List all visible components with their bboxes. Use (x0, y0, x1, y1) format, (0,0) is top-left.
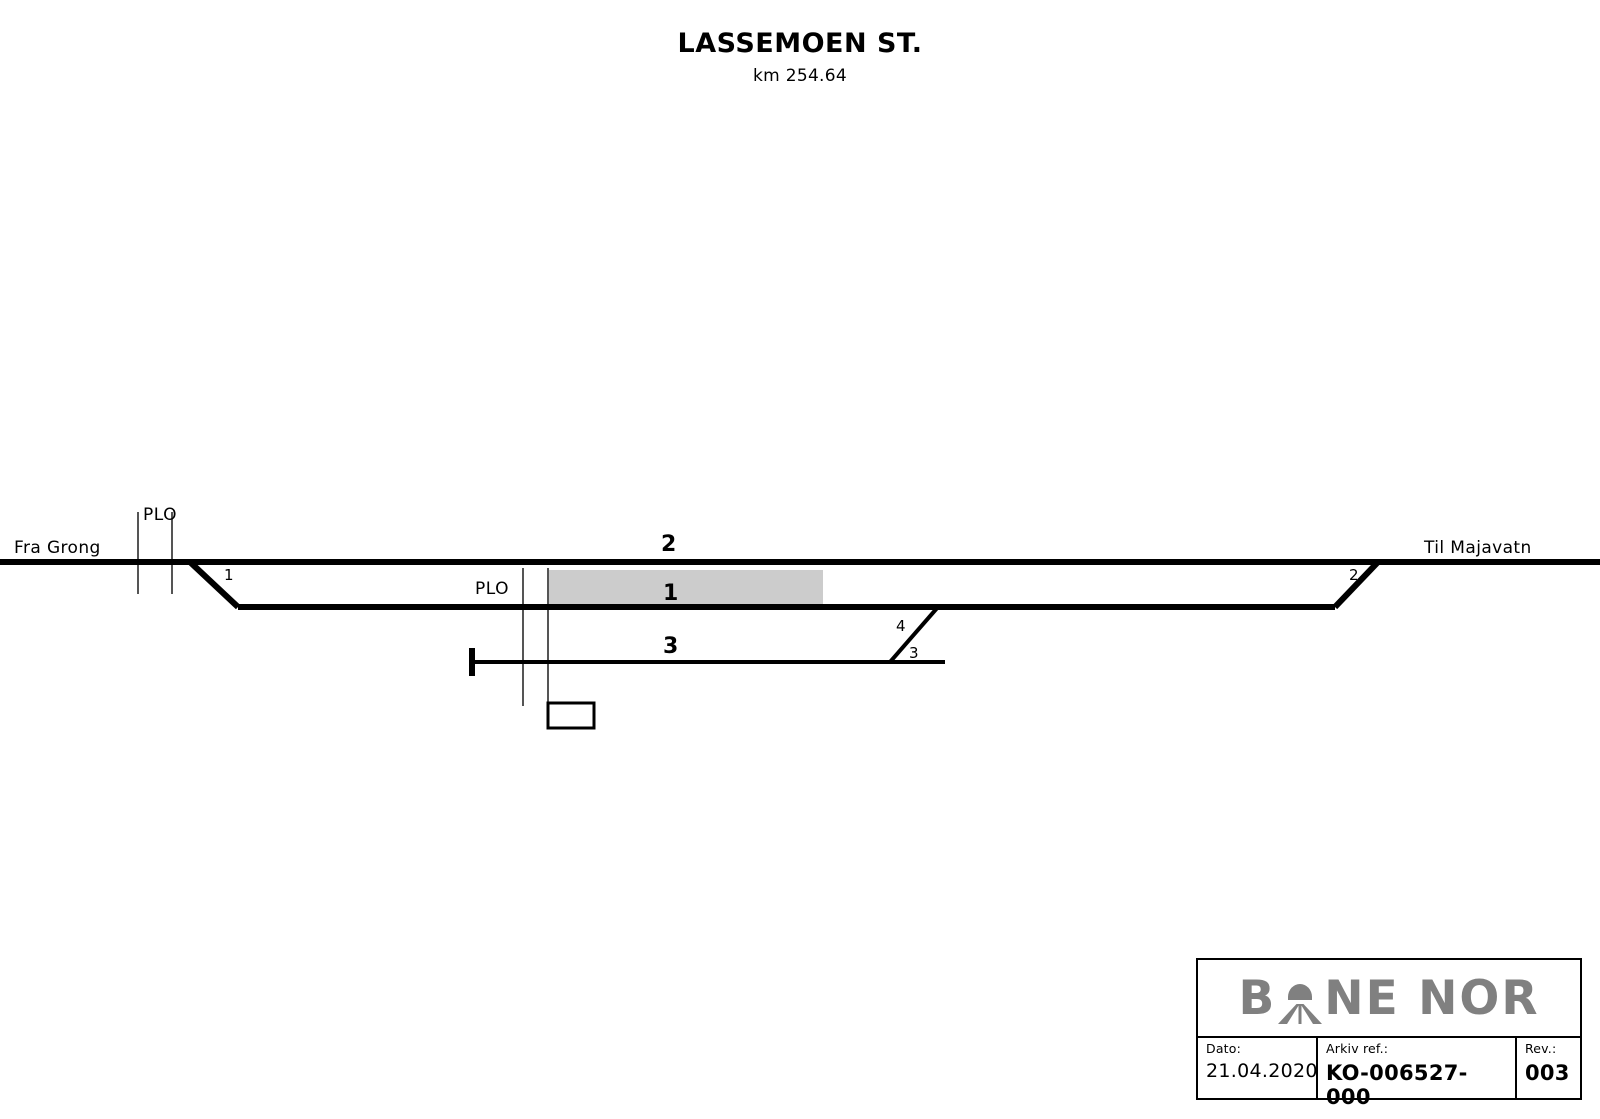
switch-number-2: 2 (1349, 566, 1359, 584)
switch-number-1: 1 (224, 566, 234, 584)
field-rev-label: Rev.: (1524, 1041, 1557, 1056)
field-dato-value: 21.04.2020 (1206, 1059, 1318, 1082)
km-marker: km 254.64 (753, 66, 847, 86)
line-label-to-majavatn: Til Majavatn (1424, 538, 1532, 558)
field-arkiv-ref: Arkiv ref.: KO-006527-000 (1316, 1038, 1515, 1109)
switch-number-3: 3 (909, 644, 919, 662)
field-arkiv-ref-label: Arkiv ref.: (1326, 1041, 1389, 1056)
switch-2-leg (1332, 559, 1381, 610)
track-number-3: 3 (663, 634, 679, 659)
switch-3-4-leg (888, 605, 940, 664)
switch-1-leg (187, 559, 241, 610)
plo-label-left: PLO (143, 505, 177, 525)
line-label-from-grong: Fra Grong (14, 538, 101, 558)
track-number-2: 2 (661, 532, 677, 557)
field-rev: Rev.: 003 (1514, 1038, 1580, 1098)
track-number-1: 1 (663, 581, 679, 606)
platform-track-1 (548, 570, 823, 605)
building-outline (546, 701, 596, 730)
field-arkiv-ref-value: KO-006527-000 (1326, 1060, 1468, 1109)
logo-text-left: B (1238, 970, 1277, 1026)
bane-nor-a-mark (1277, 974, 1323, 1026)
bane-nor-logo: B NE NOR (1198, 960, 1580, 1038)
titleblock-fields: Dato: 21.04.2020 Arkiv ref.: KO-006527-0… (1198, 1038, 1580, 1109)
field-rev-value: 003 (1524, 1060, 1570, 1085)
plo-label-center: PLO (475, 579, 509, 599)
page-title: LASSEMOEN ST. (677, 28, 923, 59)
logo-text-right: NE NOR (1324, 970, 1540, 1026)
titleblock: B NE NOR Dato: 21.04.2020 Arkiv ref.: KO… (1196, 958, 1582, 1109)
switch-number-4: 4 (896, 617, 906, 635)
field-dato: Dato: 21.04.2020 (1198, 1038, 1318, 1098)
field-dato-label: Dato: (1206, 1041, 1242, 1056)
